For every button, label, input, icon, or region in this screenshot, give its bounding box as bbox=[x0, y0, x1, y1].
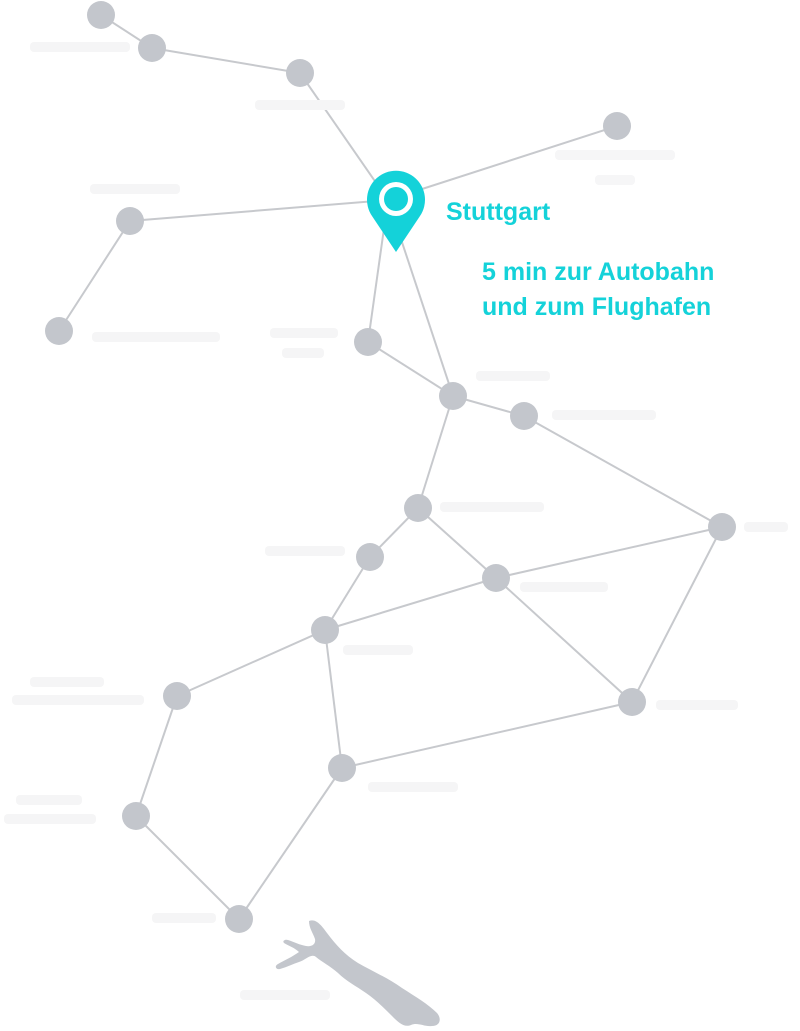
faint-label-mark bbox=[92, 332, 220, 342]
faint-label-mark bbox=[476, 371, 550, 381]
tagline-line-1: 5 min zur Autobahn bbox=[482, 258, 715, 286]
route-line bbox=[58, 220, 131, 332]
faint-label-mark bbox=[240, 990, 330, 1000]
faint-label-mark bbox=[552, 410, 656, 420]
faint-place-labels bbox=[4, 42, 788, 1000]
route-line bbox=[299, 72, 389, 201]
route-line bbox=[495, 577, 633, 703]
faint-label-mark bbox=[440, 502, 544, 512]
route-line bbox=[238, 767, 343, 920]
city-node bbox=[311, 616, 339, 644]
route-line bbox=[324, 629, 343, 769]
route-line bbox=[129, 199, 389, 222]
city-node bbox=[116, 207, 144, 235]
route-line bbox=[176, 629, 326, 697]
route-line bbox=[341, 701, 633, 769]
faint-label-mark bbox=[343, 645, 413, 655]
city-node bbox=[45, 317, 73, 345]
location-pin-icon[interactable] bbox=[367, 170, 425, 252]
faint-label-mark bbox=[30, 42, 130, 52]
city-node bbox=[356, 543, 384, 571]
faint-label-mark bbox=[282, 348, 324, 358]
highlight-city-label: Stuttgart bbox=[446, 198, 551, 226]
location-tagline: 5 min zur Autobahn und zum Flughafen bbox=[482, 255, 714, 325]
faint-label-mark bbox=[520, 582, 608, 592]
faint-label-mark bbox=[152, 913, 216, 923]
route-line bbox=[135, 695, 178, 817]
city-node bbox=[618, 688, 646, 716]
city-node bbox=[404, 494, 432, 522]
lake-shape bbox=[275, 920, 440, 1027]
faint-label-mark bbox=[595, 175, 635, 185]
faint-label-mark bbox=[368, 782, 458, 792]
city-nodes bbox=[45, 1, 736, 933]
faint-label-mark bbox=[656, 700, 738, 710]
city-node bbox=[603, 112, 631, 140]
faint-label-mark bbox=[12, 695, 144, 705]
city-node bbox=[163, 682, 191, 710]
city-node bbox=[708, 513, 736, 541]
faint-label-mark bbox=[255, 100, 345, 110]
faint-label-mark bbox=[4, 814, 96, 824]
route-line bbox=[324, 556, 371, 631]
faint-label-mark bbox=[30, 677, 104, 687]
route-line bbox=[523, 415, 723, 528]
city-node bbox=[225, 905, 253, 933]
route-line bbox=[151, 47, 301, 74]
city-node bbox=[354, 328, 382, 356]
route-line bbox=[631, 526, 723, 703]
city-node bbox=[138, 34, 166, 62]
city-node bbox=[122, 802, 150, 830]
city-node bbox=[328, 754, 356, 782]
city-node bbox=[510, 402, 538, 430]
faint-label-mark bbox=[90, 184, 180, 194]
faint-label-mark bbox=[265, 546, 345, 556]
city-node bbox=[482, 564, 510, 592]
route-line bbox=[417, 507, 497, 579]
route-line bbox=[495, 526, 723, 579]
faint-label-mark bbox=[555, 150, 675, 160]
route-line bbox=[417, 395, 454, 509]
faint-label-mark bbox=[744, 522, 788, 532]
faint-label-mark bbox=[270, 328, 338, 338]
route-line bbox=[387, 125, 618, 201]
city-node bbox=[87, 1, 115, 29]
city-node bbox=[439, 382, 467, 410]
faint-label-mark bbox=[16, 795, 82, 805]
route-lines bbox=[58, 14, 723, 920]
city-node bbox=[286, 59, 314, 87]
route-line bbox=[135, 815, 240, 920]
tagline-line-2: und zum Flughafen bbox=[482, 293, 712, 321]
route-line bbox=[367, 341, 454, 397]
pin-center bbox=[384, 187, 408, 211]
route-line bbox=[324, 577, 497, 631]
